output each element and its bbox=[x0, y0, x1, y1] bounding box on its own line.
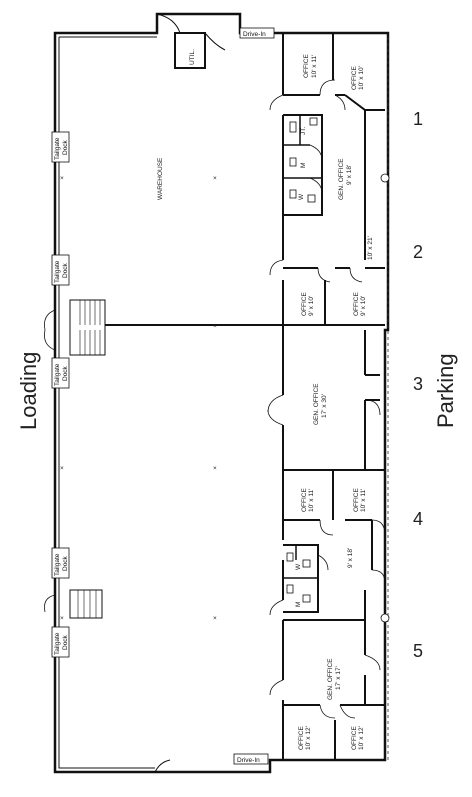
dock-4: Tailgate Dock bbox=[51, 547, 70, 579]
w2-label: W bbox=[295, 563, 302, 570]
drive-in-top-tag: Drive-In bbox=[239, 27, 275, 39]
jt-label: JT. bbox=[300, 127, 307, 136]
svg-text:×: × bbox=[213, 323, 217, 330]
stairs-lower bbox=[44, 589, 103, 619]
office-5b-name: OFFICE bbox=[351, 726, 358, 750]
office-4b-size: 10' x 11' bbox=[360, 489, 367, 512]
dock-1-line2: Dock bbox=[62, 139, 69, 155]
gen-office-3-name: GEN. OFFICE bbox=[313, 383, 320, 425]
dock-5-line2: Dock bbox=[62, 634, 69, 650]
unit-number-5: 5 bbox=[413, 641, 423, 661]
office-walls bbox=[105, 33, 390, 760]
dim-9x18: 9' x 18' bbox=[347, 548, 354, 568]
drive-in-top-label: Drive-In bbox=[243, 31, 266, 38]
office-4a-size: 10' x 11' bbox=[308, 489, 315, 512]
unit-number-4: 4 bbox=[413, 509, 423, 529]
svg-text:×: × bbox=[60, 615, 64, 622]
dock-3-line1: Tailgate bbox=[54, 363, 61, 386]
office-top-a-size: 10' x 11' bbox=[311, 55, 318, 78]
util-room: UTIL. bbox=[156, 13, 226, 69]
m2-label: M bbox=[295, 602, 302, 607]
svg-text:×: × bbox=[213, 465, 217, 472]
dock-4-line2: Dock bbox=[62, 555, 69, 571]
dock-2-line2: Dock bbox=[62, 262, 69, 278]
office-2a-size: 9' x 10' bbox=[308, 296, 315, 316]
unit-number-1: 1 bbox=[413, 109, 423, 129]
dock-2-line1: Tailgate bbox=[54, 260, 61, 283]
building-shell bbox=[53, 12, 390, 774]
dock-5: Tailgate Dock bbox=[51, 626, 70, 658]
stairs-upper bbox=[44, 299, 106, 356]
dock-5-line1: Tailgate bbox=[54, 632, 61, 655]
unit-number-2: 2 bbox=[413, 242, 423, 262]
office-5b-size: 10' x 12' bbox=[358, 726, 365, 750]
column-markers: × × × × × × × bbox=[60, 175, 217, 622]
svg-text:×: × bbox=[60, 465, 64, 472]
office-top-b-size: 10' x 10' bbox=[358, 66, 365, 90]
office-4b-name: OFFICE bbox=[353, 488, 360, 512]
dock-4-line1: Tailgate bbox=[54, 553, 61, 576]
office-top-b-name: OFFICE bbox=[351, 66, 358, 90]
gen-office-5-name: GEN. OFFICE bbox=[327, 658, 334, 700]
parking-label: Parking bbox=[433, 353, 458, 428]
dock-1: Tailgate Dock bbox=[51, 131, 70, 163]
dim-10x21: 10' x 21' bbox=[367, 236, 374, 260]
gen-office-5-size: 17' x 17' bbox=[335, 666, 342, 690]
office-2b-size: 9' x 10' bbox=[360, 296, 367, 316]
drive-in-bottom-tag: Drive-In bbox=[233, 753, 269, 765]
svg-text:×: × bbox=[60, 175, 64, 182]
dock-2: Tailgate Dock bbox=[51, 254, 70, 286]
gen-office-1-name: GEN. OFFICE bbox=[338, 158, 345, 200]
office-top-a-name: OFFICE bbox=[303, 54, 310, 78]
office-5a-size: 10' x 12' bbox=[305, 726, 312, 750]
gen-office-1-size: 9' x 18' bbox=[346, 165, 353, 185]
drive-in-bottom-label: Drive-In bbox=[237, 757, 260, 764]
w1-label: W bbox=[298, 193, 305, 200]
office-5a-name: OFFICE bbox=[298, 726, 305, 750]
warehouse-label: WAREHOUSE bbox=[157, 157, 164, 200]
util-label: UTIL. bbox=[189, 49, 196, 65]
svg-text:×: × bbox=[213, 615, 217, 622]
dock-3: Tailgate Dock bbox=[51, 357, 70, 389]
gen-office-3-size: 17' x 30' bbox=[321, 394, 328, 418]
m1-label: M bbox=[300, 163, 307, 168]
office-4a-name: OFFICE bbox=[301, 488, 308, 512]
loading-label: Loading bbox=[16, 352, 41, 430]
unit-number-3: 3 bbox=[413, 374, 423, 394]
dock-1-line1: Tailgate bbox=[54, 137, 61, 160]
dock-3-line2: Dock bbox=[62, 365, 69, 381]
office-2b-name: OFFICE bbox=[353, 292, 360, 316]
svg-text:×: × bbox=[213, 175, 217, 182]
office-2a-name: OFFICE bbox=[301, 292, 308, 316]
